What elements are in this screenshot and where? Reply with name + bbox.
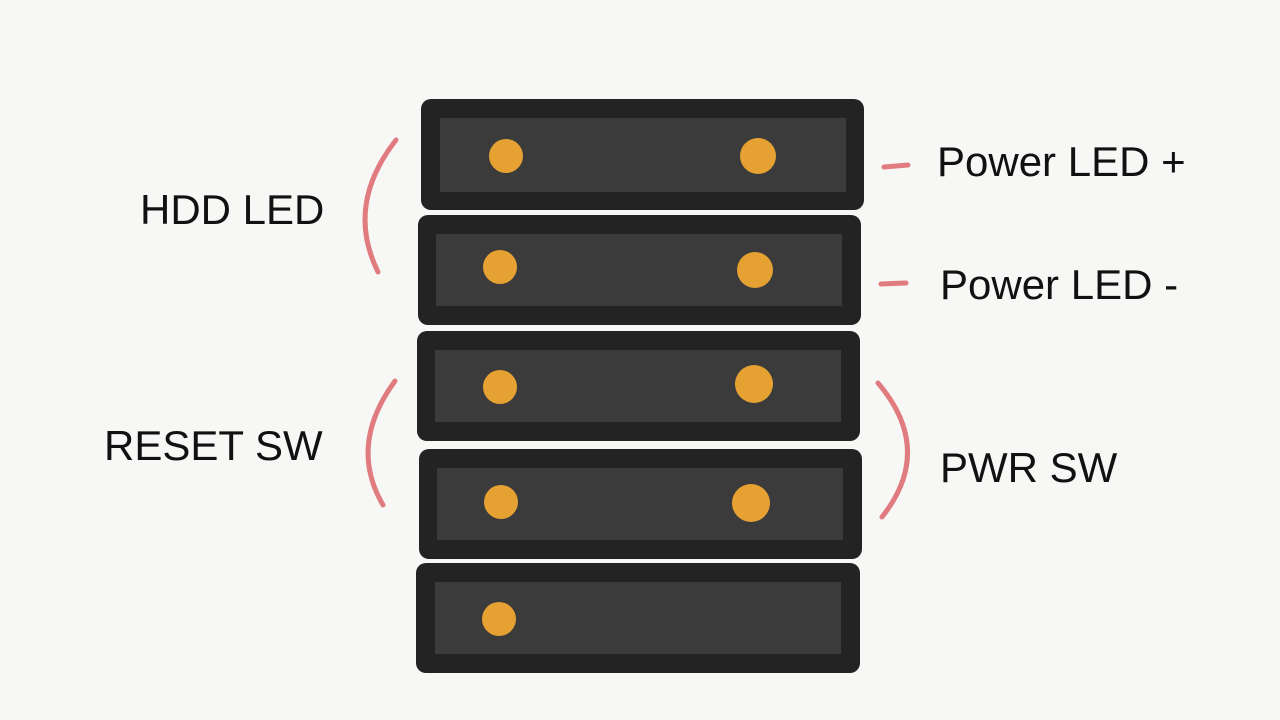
bracket-pwr-sw	[875, 380, 910, 520]
label-power-led-plus: Power LED +	[937, 138, 1186, 185]
pin-row-2-right	[737, 252, 773, 288]
header-row-2	[418, 215, 861, 325]
label-reset-sw: RESET SW	[104, 422, 323, 469]
header-row-4	[419, 449, 862, 559]
label-power-led-minus: Power LED -	[940, 261, 1178, 308]
label-hdd-led: HDD LED	[140, 186, 324, 233]
header-block	[416, 99, 864, 673]
header-row-5	[416, 563, 860, 673]
label-pwr-sw: PWR SW	[940, 444, 1118, 491]
bracket-reset-sw	[365, 378, 398, 508]
dash-power-led-minus	[878, 280, 909, 287]
pin-row-3-right	[735, 365, 773, 403]
pin-row-4-right	[732, 484, 770, 522]
labels: HDD LED RESET SW Power LED + Power LED -…	[104, 138, 1186, 491]
pin-row-1-left	[489, 139, 523, 173]
brackets	[362, 137, 911, 520]
pin-row-2-left	[483, 250, 517, 284]
pin-row-1-right	[740, 138, 776, 174]
pin-row-4-left	[484, 485, 518, 519]
pin-row-5-left	[482, 602, 516, 636]
header-row-1	[421, 99, 864, 210]
header-row-3	[417, 331, 860, 441]
dash-power-led-plus	[881, 162, 911, 170]
pin-row-3-left	[483, 370, 517, 404]
bracket-hdd-led	[362, 137, 399, 275]
